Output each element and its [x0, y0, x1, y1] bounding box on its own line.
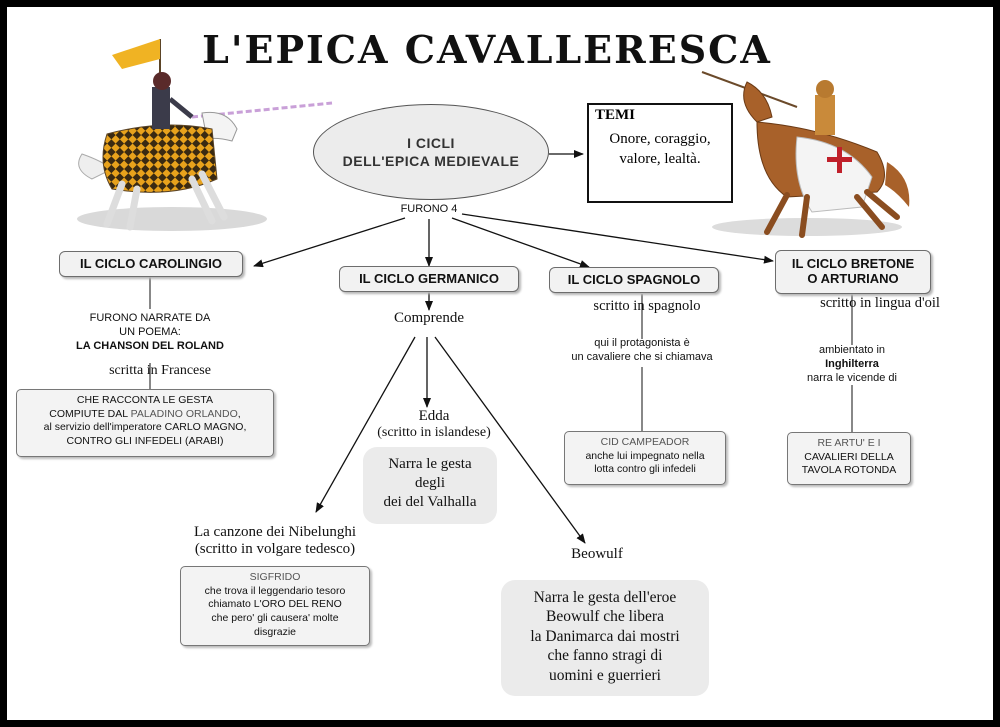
beowulf-desc-line-2: Beowulf che libera	[546, 608, 664, 626]
link-center-bretone	[461, 213, 774, 264]
connector-layer	[149, 150, 853, 544]
bretone-note-line-1: ambientato in	[818, 344, 886, 356]
knight-left-illustration	[77, 39, 333, 231]
carolingio-desc-line-1: CHE RACCONTA LE GESTA	[76, 394, 214, 406]
center-line-1: I CICLI	[407, 134, 455, 151]
nibelunghi-desc-line-2: chiamato L'ORO DEL RENO	[208, 598, 342, 611]
beowulf-desc-line-5: uomini e guerrieri	[549, 666, 661, 684]
nibelunghi-desc-line-4: disgrazie	[253, 625, 297, 638]
germanico-comprende: Comprende	[394, 310, 464, 326]
carolingio-written: scritta in Francese	[109, 363, 211, 378]
edda-label: Edda (scritto in islandese)	[359, 408, 509, 441]
page-title: L'EPICA CAVALLERESCA	[202, 27, 772, 72]
beowulf-desc-line-4: che fanno stragi di	[547, 647, 663, 665]
bretone-desc-line-2: TAVOLA ROTONDA	[801, 464, 897, 477]
knight-right-illustration	[701, 71, 910, 238]
edda-desc-line-1: Narra le gesta	[388, 456, 472, 472]
bretone-note-line-2: narra le vicende di	[807, 371, 897, 384]
beowulf-desc-line-1: Narra le gesta dell'eroe	[533, 589, 677, 606]
center-line-2: DELL'EPICA MEDIEVALE	[342, 153, 520, 169]
spagnolo-written: scritto in spagnolo	[593, 298, 701, 314]
center-node-cicli: I CICLI DELL'EPICA MEDIEVALE	[313, 104, 549, 200]
temi-title: TEMI	[595, 107, 636, 123]
edda-desc-line-3: dei del Valhalla	[383, 493, 477, 510]
nibelunghi-desc-box: SIGFRIDO che trova il leggendario tesoro…	[180, 566, 370, 646]
bretone-title-line-1: IL CICLO BRETONE	[791, 256, 915, 272]
bretone-written: scritto in lingua d'oil	[820, 295, 940, 311]
node-ciclo-germanico: IL CICLO GERMANICO	[339, 266, 519, 292]
paladino-orlando: PALADINO ORLANDO	[130, 407, 238, 420]
carolingio-desc-line-4: CONTRO GLI INFEDELI (ARABI)	[66, 434, 224, 447]
spagnolo-desc-line-2: lotta contro gli infedeli	[594, 463, 696, 476]
re-artu: RE ARTU' E I	[817, 437, 881, 449]
cid-campeador: CID CAMPEADOR	[600, 436, 690, 448]
carolingio-note: FURONO NARRATE DA UN POEMA: LA CHANSON D…	[70, 312, 230, 353]
carolingio-desc-box: CHE RACCONTA LE GESTA COMPIUTE DAL PALAD…	[16, 389, 274, 457]
link-center-carolingio	[253, 217, 406, 268]
nibelunghi-desc-line-3: che pero' gli causera' molte	[211, 611, 339, 624]
bretone-title-line-2: O ARTURIANO	[807, 271, 899, 286]
carolingio-desc-line-2: COMPIUTE DAL PALADINO ORLANDO,	[23, 408, 267, 422]
bretone-desc-box: RE ARTU' E I CAVALIERI DELLA TAVOLA ROTO…	[787, 432, 911, 485]
nibelunghi-desc-line-1: che trova il leggendario tesoro	[204, 584, 346, 597]
spagnolo-note: qui il protagonista è un cavaliere che s…	[547, 337, 737, 365]
nibelunghi-subtitle: (scritto in volgare tedesco)	[194, 541, 356, 558]
concept-map: L'EPICA CAVALLERESCA	[7, 7, 993, 720]
nibelunghi-title: La canzone dei Nibelunghi	[193, 524, 357, 540]
edda-desc-line-2: degli	[415, 474, 445, 491]
beowulf-desc-line-3: la Danimarca dai mostri	[530, 627, 680, 645]
link-center-spagnolo	[451, 217, 590, 268]
nibelunghi-label: La canzone dei Nibelunghi (scritto in vo…	[165, 524, 385, 559]
edda-desc: Narra le gesta degli dei del Valhalla	[363, 447, 497, 524]
temi-text: Onore, coraggio, valore, lealtà.	[609, 131, 711, 167]
beowulf-desc: Narra le gesta dell'eroe Beowulf che lib…	[501, 580, 709, 696]
carolingio-note-line-1: FURONO NARRATE DA	[89, 312, 211, 324]
spagnolo-desc-line-1: anche lui impegnato nella	[585, 449, 705, 462]
edda-subtitle: (scritto in islandese)	[377, 425, 491, 441]
node-ciclo-carolingio: IL CICLO CAROLINGIO	[59, 251, 243, 277]
spagnolo-desc-box: CID CAMPEADOR anche lui impegnato nella …	[564, 431, 726, 485]
link-comprende-beowulf	[434, 336, 586, 544]
carolingio-desc-line-3: al servizio dell'imperatore CARLO MAGNO,	[43, 421, 247, 434]
edda-title: Edda	[418, 408, 450, 424]
node-ciclo-spagnolo: IL CICLO SPAGNOLO	[549, 267, 719, 293]
temi-box: TEMI Onore, coraggio, valore, lealtà.	[587, 103, 733, 203]
node-ciclo-bretone: IL CICLO BRETONE O ARTURIANO	[775, 250, 931, 294]
count-label: FURONO 4	[400, 203, 458, 215]
beowulf-label: Beowulf	[571, 546, 623, 562]
spagnolo-note-line-2: un cavaliere che si chiamava	[571, 350, 713, 363]
bretone-place: Inghilterra	[825, 357, 879, 370]
carolingio-desc-line-2a: COMPIUTE DAL	[49, 407, 131, 420]
link-comprende-nibelunghi	[315, 336, 416, 513]
spagnolo-note-line-1: qui il protagonista è	[594, 337, 690, 349]
sigfrido: SIGFRIDO	[249, 571, 301, 583]
carolingio-note-line-2: UN POEMA:	[119, 325, 181, 338]
carolingio-poem: LA CHANSON DEL ROLAND	[76, 339, 224, 352]
bretone-desc-line-1: CAVALIERI DELLA	[804, 450, 894, 463]
bretone-note: ambientato in Inghilterra narra le vicen…	[782, 344, 922, 385]
carolingio-desc-line-2c: ,	[237, 407, 241, 420]
